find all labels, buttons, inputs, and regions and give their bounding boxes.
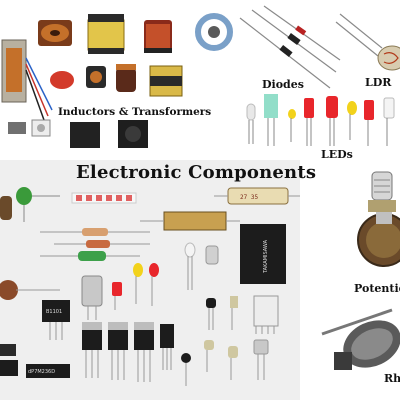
small-inductors xyxy=(50,64,183,97)
rheostat xyxy=(321,308,400,370)
potentiometer xyxy=(357,171,400,267)
coil-inductor xyxy=(144,20,172,53)
transformer-left xyxy=(1,39,53,121)
ferrite-transformer xyxy=(87,14,125,54)
caption-potentiometer: Potentio xyxy=(354,282,400,295)
relay: TAKAMISAWA xyxy=(240,224,286,284)
power-resistor xyxy=(140,211,240,231)
crystal-oscillator xyxy=(81,275,103,320)
chip-marking: dP7M236D xyxy=(28,369,55,375)
ceramic-capacitors xyxy=(0,187,60,222)
caption-leds: LEDs xyxy=(321,148,353,161)
small-transistors xyxy=(181,296,269,386)
caption-inductors-transformers: Inductors & Transformers xyxy=(58,106,212,118)
to220-transistors xyxy=(82,322,174,382)
regulator-marking: B1101 xyxy=(46,309,62,315)
voltage-regulator: B1101 xyxy=(42,300,70,340)
leds xyxy=(246,94,395,146)
ic-chips: dP7M236D xyxy=(0,295,279,378)
toroid-inductor xyxy=(38,20,72,46)
electrolytic-capacitor xyxy=(0,280,60,300)
caption-diodes: Diodes xyxy=(262,78,304,91)
toroid-fan xyxy=(195,13,233,51)
wire-wound-resistor: 27 35 xyxy=(214,187,300,205)
table-leds xyxy=(112,242,219,310)
caption-ldr: LDR xyxy=(365,76,392,89)
relay-brand: TAKAMISAWA xyxy=(263,239,269,274)
resistor-strip xyxy=(71,192,137,204)
ldr xyxy=(335,13,400,71)
capacitor-marking: 27 35 xyxy=(240,194,258,201)
diodes xyxy=(239,5,341,89)
axial-resistors xyxy=(40,228,150,261)
page-title: Electronic Components xyxy=(76,162,317,183)
smd-inductors xyxy=(8,119,148,148)
caption-rheostat: Rh xyxy=(384,372,400,385)
